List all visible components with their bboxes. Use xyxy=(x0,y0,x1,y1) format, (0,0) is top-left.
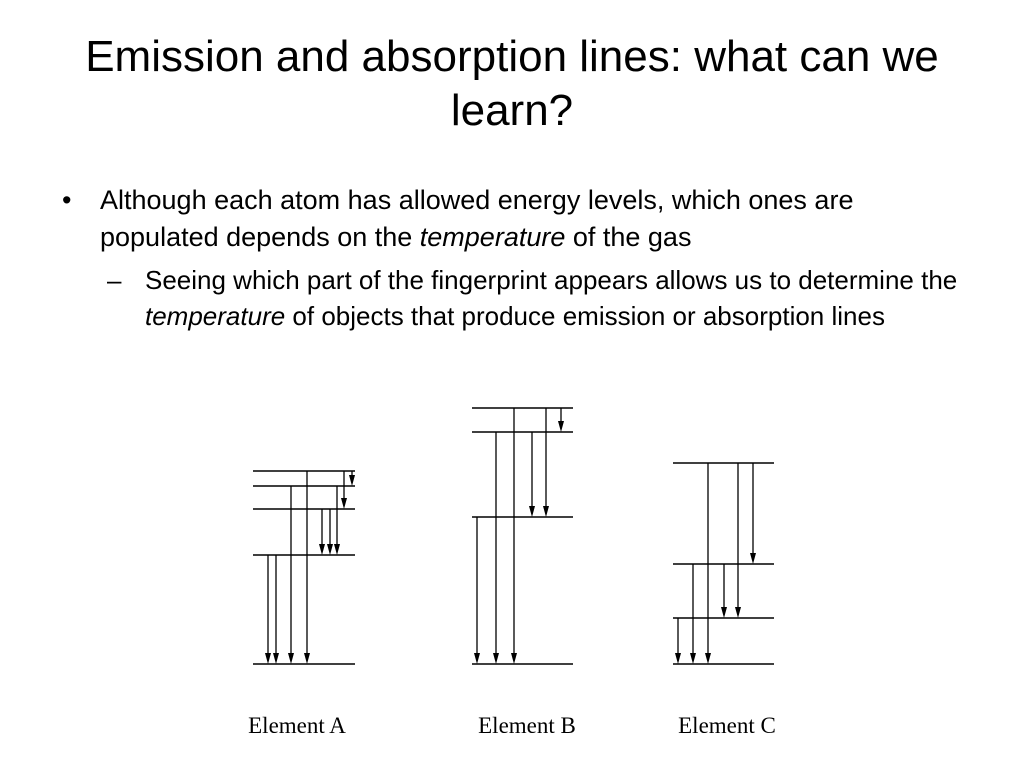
transition-arrowhead xyxy=(675,653,681,664)
bullet-1-text-a: Although each atom has allowed energy le… xyxy=(100,185,854,252)
transition-arrowhead xyxy=(750,553,756,564)
transition-arrowhead xyxy=(341,498,347,509)
transition-arrowhead xyxy=(705,653,711,664)
transition-arrowhead xyxy=(529,506,535,517)
sub-bullet-marker: – xyxy=(107,265,122,295)
transition-arrowhead xyxy=(265,653,271,664)
transition-arrowhead xyxy=(304,653,310,664)
element-b-diagram xyxy=(472,407,573,665)
bullet-marker: • xyxy=(62,185,72,215)
transition-arrowhead xyxy=(474,653,480,664)
slide-title: Emission and absorption lines: what can … xyxy=(85,32,939,135)
transition-arrowhead xyxy=(493,653,499,664)
sub-bullet-1: – Seeing which part of the fingerprint a… xyxy=(107,262,962,334)
transition-arrowhead xyxy=(327,544,333,555)
element-c-diagram xyxy=(673,462,774,665)
element-a-diagram xyxy=(253,470,355,665)
transition-arrowhead xyxy=(721,607,727,618)
element-b-label: Element B xyxy=(478,713,576,738)
sub-bullet-1-text-b: of objects that produce emission or abso… xyxy=(285,301,885,331)
element-a-label: Element A xyxy=(248,713,346,738)
sub-bullet-1-emphasis: temperature xyxy=(145,301,286,331)
slide-body: • Although each atom has allowed energy … xyxy=(62,182,962,334)
transition-arrowhead xyxy=(334,544,340,555)
bullet-1: • Although each atom has allowed energy … xyxy=(62,182,962,256)
transition-arrowhead xyxy=(690,653,696,664)
transition-arrowhead xyxy=(349,475,355,486)
transition-arrowhead xyxy=(511,653,517,664)
transition-arrowhead xyxy=(273,653,279,664)
bullet-1-text-b: of the gas xyxy=(565,222,692,252)
transition-arrowhead xyxy=(319,544,325,555)
transition-arrowhead xyxy=(288,653,294,664)
transition-arrowhead xyxy=(735,607,741,618)
transition-arrowhead xyxy=(558,421,564,432)
bullet-1-emphasis: temperature xyxy=(419,222,566,252)
element-c-label: Element C xyxy=(678,713,776,738)
sub-bullet-1-text-a: Seeing which part of the fingerprint app… xyxy=(145,265,958,295)
transition-arrowhead xyxy=(543,506,549,517)
